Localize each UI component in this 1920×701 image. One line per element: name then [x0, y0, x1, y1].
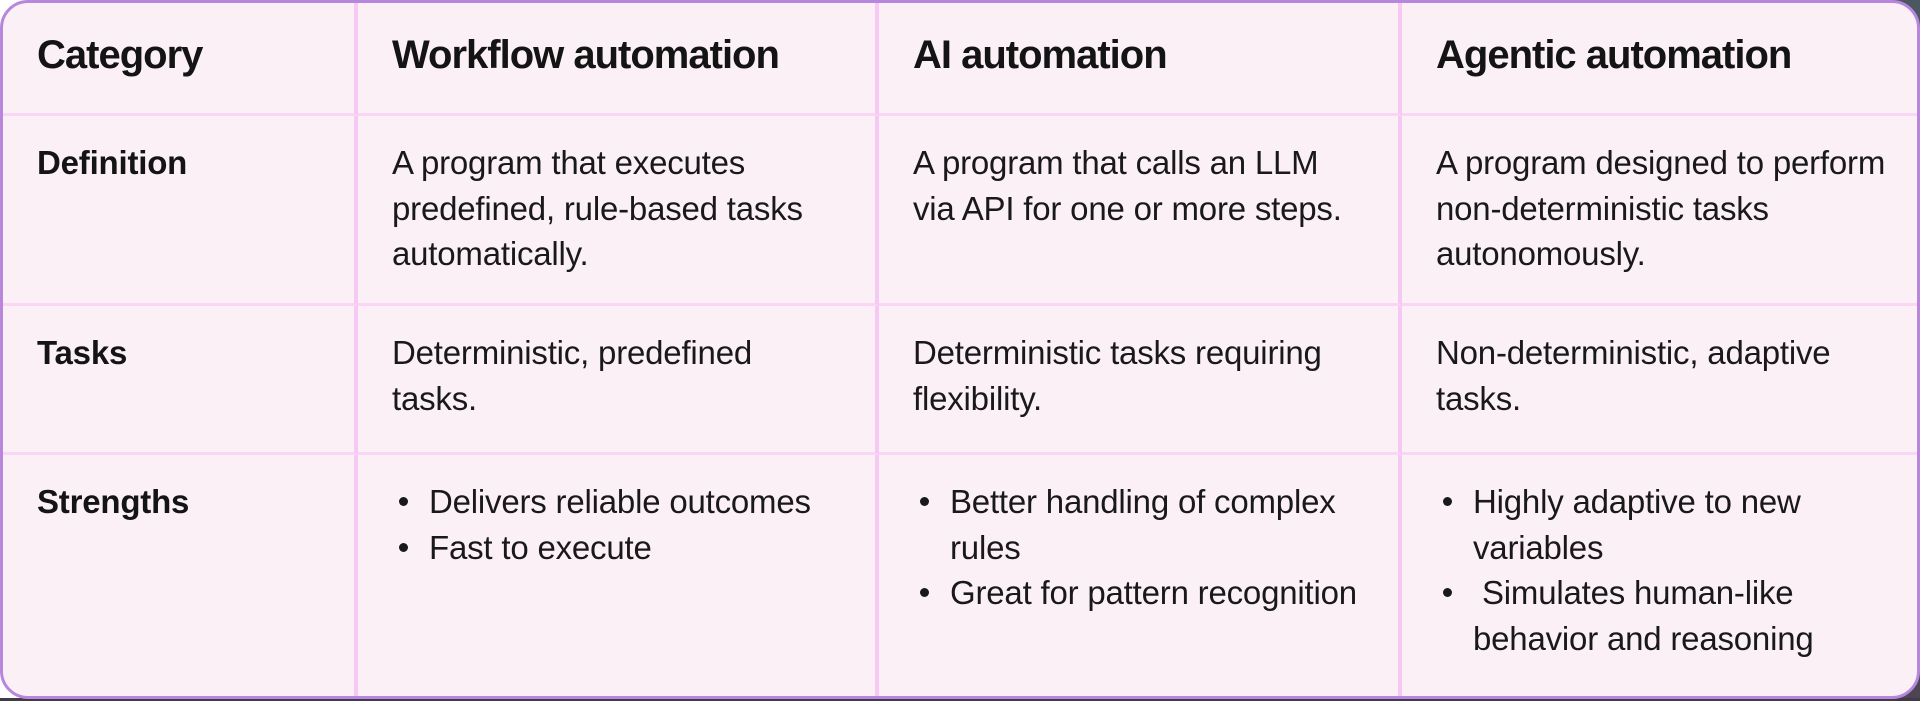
- strengths-list: Better handling of complex rules Great f…: [913, 479, 1368, 616]
- cell-text: A program designed to perform non-determ…: [1436, 144, 1886, 273]
- cell-strengths-agentic: Highly adaptive to new variables Simulat…: [1402, 455, 1917, 696]
- row-label-text: Strengths: [37, 483, 190, 520]
- list-item: Great for pattern recognition: [913, 570, 1368, 616]
- cell-definition-workflow: A program that executes predefined, rule…: [358, 116, 879, 306]
- column-header-label: Agentic automation: [1436, 33, 1792, 78]
- row-label-definition: Definition: [3, 116, 358, 306]
- column-header-category: Category: [3, 3, 358, 116]
- strengths-list: Delivers reliable outcomes Fast to execu…: [392, 479, 845, 570]
- cell-text: Non-deterministic, adaptive tasks.: [1436, 334, 1831, 417]
- column-header-workflow-automation: Workflow automation: [358, 3, 879, 116]
- cell-definition-agentic: A program designed to perform non-determ…: [1402, 116, 1917, 306]
- column-header-label: Workflow automation: [392, 33, 780, 78]
- column-header-label: Category: [37, 33, 203, 78]
- cell-strengths-ai: Better handling of complex rules Great f…: [879, 455, 1402, 696]
- row-label-strengths: Strengths: [3, 455, 358, 696]
- column-header-ai-automation: AI automation: [879, 3, 1402, 116]
- cell-text: Deterministic tasks requiring flexibilit…: [913, 334, 1322, 417]
- list-item: Simulates human-like behavior and reason…: [1436, 570, 1887, 661]
- column-header-label: AI automation: [913, 33, 1168, 78]
- list-item: Delivers reliable outcomes: [392, 479, 845, 525]
- list-item: Fast to execute: [392, 525, 845, 571]
- row-label-text: Definition: [37, 144, 188, 181]
- cell-text: A program that calls an LLM via API for …: [913, 144, 1342, 227]
- cell-text: Deterministic, predefined tasks.: [392, 334, 752, 417]
- strengths-list: Highly adaptive to new variables Simulat…: [1436, 479, 1887, 661]
- cell-tasks-workflow: Deterministic, predefined tasks.: [358, 306, 879, 455]
- page-background-fragment: [0, 698, 1920, 701]
- cell-definition-ai: A program that calls an LLM via API for …: [879, 116, 1402, 306]
- cell-text: A program that executes predefined, rule…: [392, 144, 803, 273]
- column-header-agentic-automation: Agentic automation: [1402, 3, 1917, 116]
- row-label-tasks: Tasks: [3, 306, 358, 455]
- cell-tasks-agentic: Non-deterministic, adaptive tasks.: [1402, 306, 1917, 455]
- row-label-text: Tasks: [37, 334, 128, 371]
- list-item: Better handling of complex rules: [913, 479, 1368, 570]
- cell-strengths-workflow: Delivers reliable outcomes Fast to execu…: [358, 455, 879, 696]
- list-item: Highly adaptive to new variables: [1436, 479, 1887, 570]
- cell-tasks-ai: Deterministic tasks requiring flexibilit…: [879, 306, 1402, 455]
